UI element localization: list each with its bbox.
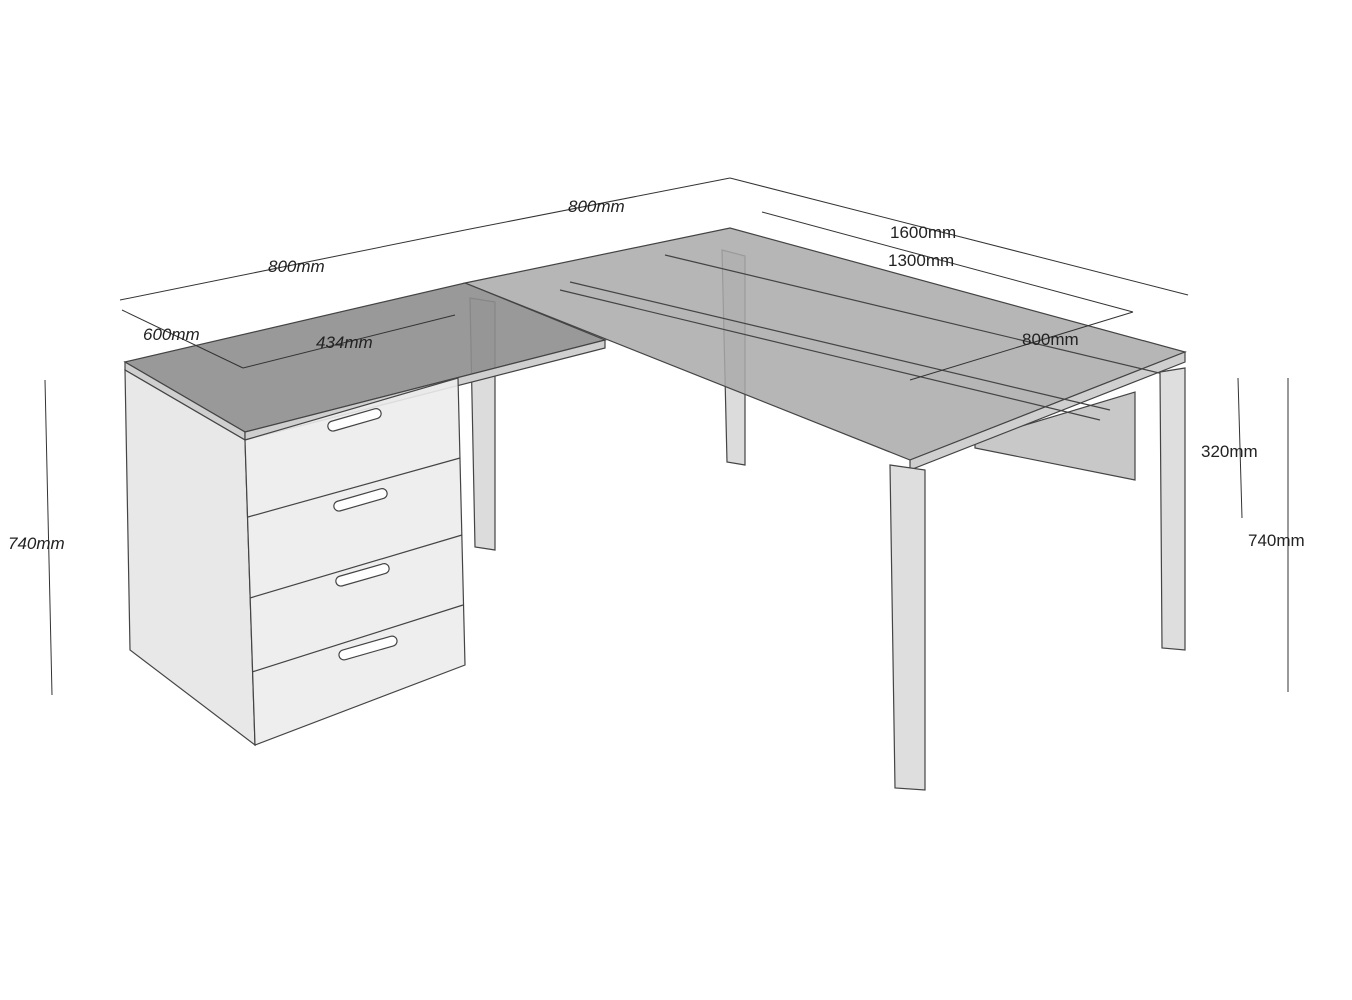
modesty-panel [974, 391, 1136, 481]
dim-main-depth: 800mm [1022, 330, 1079, 349]
dim-main-extension: 800mm [568, 197, 625, 216]
drawer-handle [338, 635, 398, 661]
dim-return-length: 800mm [268, 257, 325, 276]
dim-pedestal-width: 434mm [316, 333, 373, 352]
dim-left-height: 740mm [8, 534, 65, 553]
pedestal [124, 368, 466, 747]
drawer-handle [335, 563, 390, 587]
dim-return-depth: 600mm [143, 325, 200, 344]
dim-main-length: 1600mm [890, 223, 956, 242]
front-leg-left [889, 464, 926, 791]
front-leg-right [1159, 367, 1186, 651]
dim-right-height: 740mm [1248, 531, 1305, 550]
main-desktop [462, 227, 1187, 471]
drawer-handle [333, 488, 388, 512]
drawer-handle [327, 408, 382, 432]
dimension-lines [44, 177, 1289, 696]
dim-modesty-height: 320mm [1201, 442, 1258, 461]
dim-beam-length: 1300mm [888, 251, 954, 270]
